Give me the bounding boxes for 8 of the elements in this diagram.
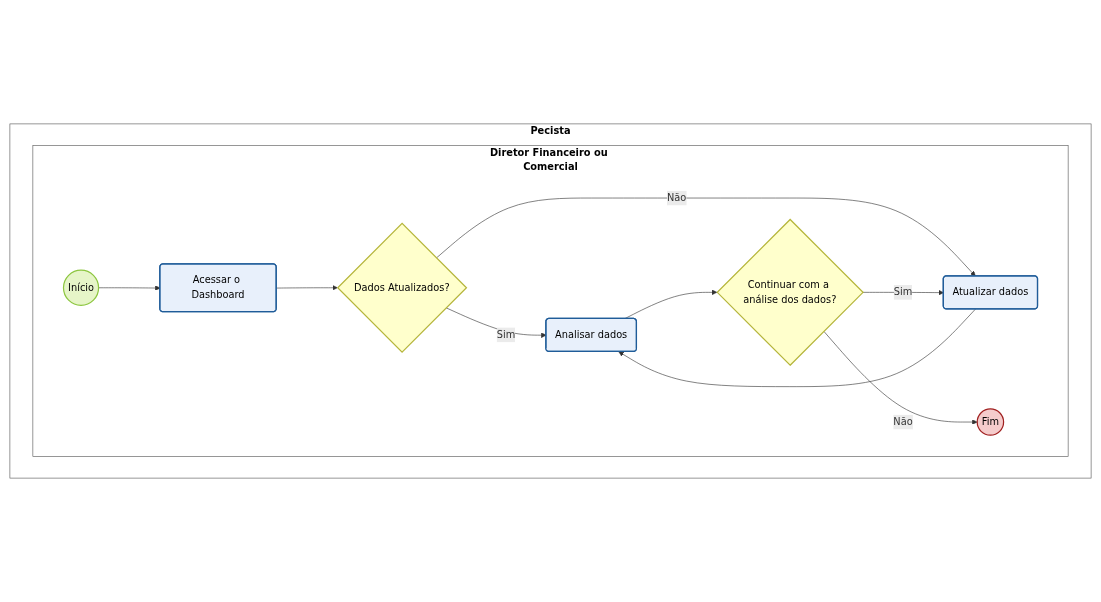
edge-label: Não (667, 191, 687, 204)
node-diamond: Dados Atualizados? (336, 222, 468, 353)
node-circle: Fim (976, 408, 1005, 436)
edge-label: Não (893, 415, 913, 428)
edge-label: Sim (496, 328, 516, 341)
edge-label: Sim (893, 286, 913, 298)
node-diamond: Continuar com a análise dos dados? (716, 218, 864, 367)
node-circle: Início (62, 269, 100, 306)
